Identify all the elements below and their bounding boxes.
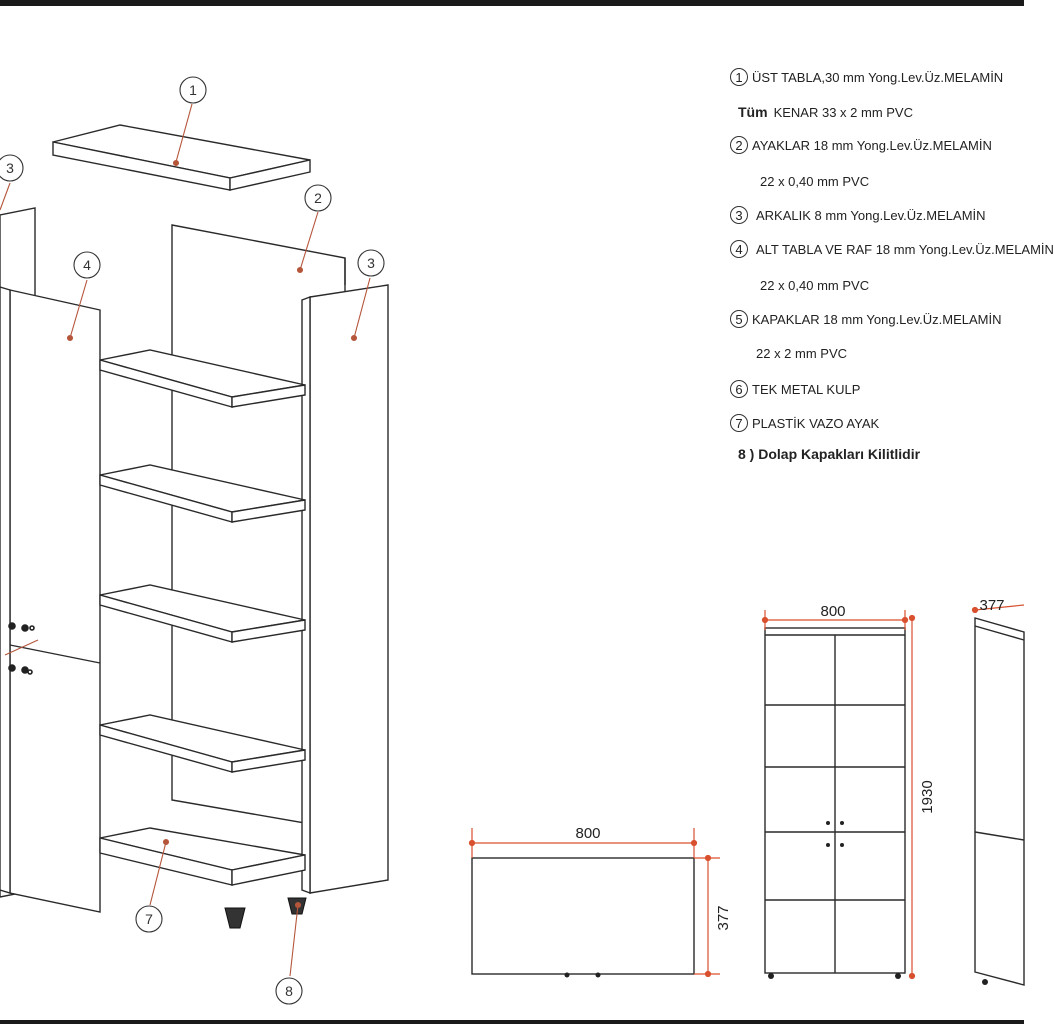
legend-num-1: 1 <box>730 68 748 86</box>
legend-item-edge: Tüm KENAR 33 x 2 mm PVC <box>738 104 913 120</box>
shelf-3 <box>99 584 306 643</box>
legend-text-4: ALT TABLA VE RAF 18 mm Yong.Lev.Üz.MELAM… <box>756 241 1054 257</box>
legend-num-3: 3 <box>730 206 748 224</box>
legend-num-5: 5 <box>730 310 748 328</box>
legend-sub-2: 22 x 0,40 mm PVC <box>760 174 870 189</box>
callout-2 <box>304 184 332 212</box>
top-panel <box>52 124 311 191</box>
legend-item-2: 2 AYAKLAR 18 mm Yong.Lev.Üz.MELAMİN <box>730 136 992 154</box>
callout-4-label: 4 <box>83 257 91 273</box>
callout-1 <box>179 76 207 104</box>
legend-text-1: ÜST TABLA,30 mm Yong.Lev.Üz.MELAMİN <box>752 69 1004 85</box>
shelf-4 <box>99 714 306 773</box>
legend-text-6: TEK METAL KULP <box>752 381 861 397</box>
top-width-dim: 800 <box>575 825 600 842</box>
legend-text-3: ARKALIK 8 mm Yong.Lev.Üz.MELAMİN <box>756 207 986 223</box>
top-depth-dim: 377 <box>715 905 732 930</box>
legend-num-6: 6 <box>730 380 748 398</box>
legend-item-3: 3 ARKALIK 8 mm Yong.Lev.Üz.MELAMİN <box>730 206 986 224</box>
side-depth-dim: 377 <box>979 597 1004 614</box>
right-side-panel <box>301 284 389 895</box>
callout-8 <box>275 977 303 1005</box>
legend-item-6: 6 TEK METAL KULP <box>730 380 860 398</box>
callout-3-left <box>0 154 24 182</box>
parts-legend: 1 ÜST TABLA,30 mm Yong.Lev.Üz.MELAMİN Tü… <box>730 62 1054 482</box>
legend-text-edge: KENAR 33 x 2 mm PVC <box>773 104 913 120</box>
callout-3-right <box>357 249 385 277</box>
callout-1-label: 1 <box>189 82 197 98</box>
legend-sub-5: 22 x 2 mm PVC <box>756 346 848 361</box>
exploded-drawing: 1 2 3 3 4 7 8 800 377 <box>0 76 1025 1005</box>
callout-4 <box>73 251 101 279</box>
callout-3-right-label: 3 <box>367 255 375 271</box>
callout-3-left-label: 3 <box>6 160 14 176</box>
legend-text-7: PLASTİK VAZO AYAK <box>752 415 880 431</box>
legend-num-7: 7 <box>730 414 748 432</box>
legend-item-7: 7 PLASTİK VAZO AYAK <box>730 414 879 432</box>
top-view: 800 377 <box>468 825 732 978</box>
legend-text-5: KAPAKLAR 18 mm Yong.Lev.Üz.MELAMİN <box>752 311 1002 327</box>
left-door-panel <box>0 286 101 913</box>
shelf-1 <box>99 349 306 408</box>
callout-8-label: 8 <box>285 983 293 999</box>
legend-item-1: 1 ÜST TABLA,30 mm Yong.Lev.Üz.MELAMİN <box>730 68 1003 86</box>
page-frame <box>0 0 1024 1024</box>
legend-num-2: 2 <box>730 136 748 154</box>
plastic-feet <box>224 897 307 929</box>
legend-prefix-tum: Tüm <box>738 104 768 120</box>
front-width-dim: 800 <box>820 603 845 620</box>
legend-item-4: 4 ALT TABLA VE RAF 18 mm Yong.Lev.Üz.MEL… <box>730 240 1054 258</box>
door-handles <box>8 622 35 675</box>
legend-sub-4: 22 x 0,40 mm PVC <box>760 278 870 293</box>
callout-7-label: 7 <box>145 911 153 927</box>
legend-item-5: 5 KAPAKLAR 18 mm Yong.Lev.Üz.MELAMİN <box>730 310 1002 328</box>
legend-text-2: AYAKLAR 18 mm Yong.Lev.Üz.MELAMİN <box>752 137 992 153</box>
side-view: 377 <box>971 597 1025 986</box>
bottom-panel <box>99 827 306 886</box>
shelf-2 <box>99 464 306 523</box>
front-view: 800 1930 <box>761 603 936 980</box>
legend-num-4: 4 <box>730 240 748 258</box>
front-height-dim: 1930 <box>919 780 936 813</box>
callout-7 <box>135 905 163 933</box>
callout-2-label: 2 <box>314 190 322 206</box>
legend-note-locked: 8 ) Dolap Kapakları Kilitlidir <box>738 446 921 462</box>
